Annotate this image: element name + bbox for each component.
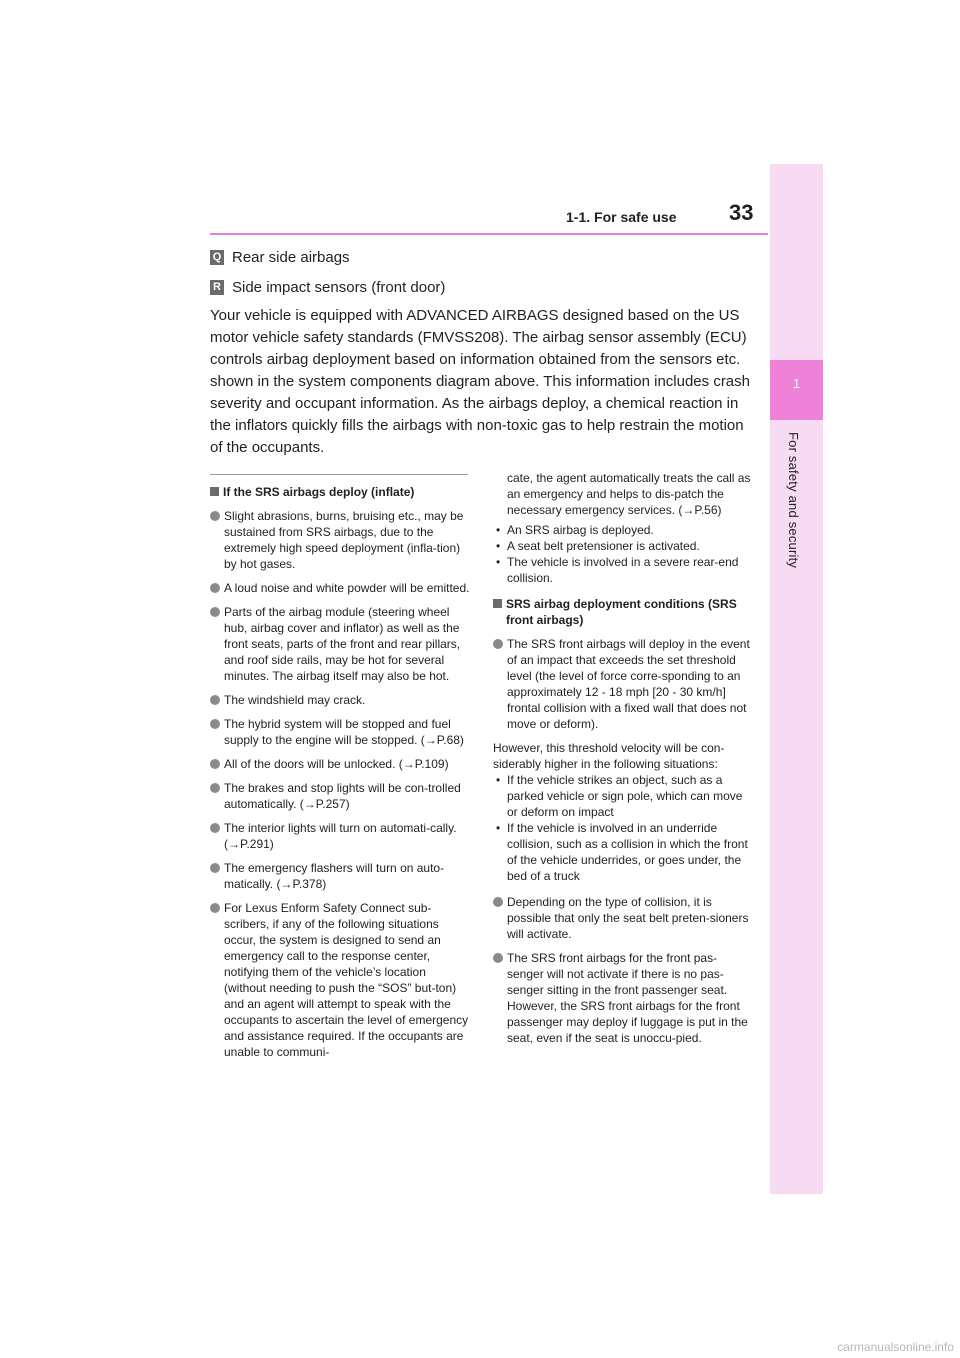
chapter-number: 1 <box>792 376 801 391</box>
section-title-conditions: SRS airbag deployment conditions (SRS fr… <box>493 596 753 628</box>
legend-item-q: Q Rear side airbags <box>210 249 350 266</box>
chapter-number-tab[interactable] <box>770 360 823 420</box>
list-item: The brakes and stop lights will be con-t… <box>210 780 470 812</box>
list-item: A loud noise and white powder will be em… <box>210 580 470 596</box>
trigger-list: An SRS airbag is deployed. A seat belt p… <box>493 522 753 586</box>
list-item: Slight abrasions, burns, bruising etc., … <box>210 508 470 572</box>
header-rule <box>210 233 768 235</box>
list-item: All of the doors will be unlocked. (→P.1… <box>210 756 470 772</box>
right-column: cate, the agent automatically treats the… <box>493 470 753 1054</box>
list-item: For Lexus Enform Safety Connect sub-scri… <box>210 900 470 1060</box>
column-divider <box>210 474 468 475</box>
list-item: The hybrid system will be stopped and fu… <box>210 716 470 748</box>
left-column: If the SRS airbags deploy (inflate) Slig… <box>210 484 470 1068</box>
list-item: The interior lights will turn on automat… <box>210 820 470 852</box>
list-item: The SRS front airbags for the front pas-… <box>493 950 753 1046</box>
legend-item-r: R Side impact sensors (front door) <box>210 279 445 296</box>
intro-paragraph: Your vehicle is equipped with ADVANCED A… <box>210 307 750 456</box>
list-item: An SRS airbag is deployed. <box>493 522 753 538</box>
page-number: 33 <box>729 200 754 225</box>
chapter-title: For safety and security <box>786 432 801 569</box>
list-item: The SRS front airbags will deploy in the… <box>493 636 753 732</box>
legend-label-r: Side impact sensors (front door) <box>232 279 446 296</box>
letter-r-icon: R <box>210 280 224 295</box>
list-item: Parts of the airbag module (steering whe… <box>210 604 470 684</box>
chapter-sidebar <box>770 164 823 1194</box>
letter-q-icon: Q <box>210 250 224 265</box>
list-item: A seat belt pretensioner is activated. <box>493 538 753 554</box>
list-item: The vehicle is involved in a severe rear… <box>493 554 753 586</box>
section-header-title: 1-1. For safe use <box>566 209 677 225</box>
list-item: If the vehicle strikes an object, such a… <box>493 772 753 820</box>
legend-label-q: Rear side airbags <box>232 249 350 266</box>
continuation-text: cate, the agent automatically treats the… <box>507 471 751 517</box>
threshold-paragraph: However, this threshold velocity will be… <box>493 741 725 771</box>
footer-watermark[interactable]: carmanualsonline.info <box>837 1340 954 1354</box>
situation-list: If the vehicle strikes an object, such a… <box>493 772 753 884</box>
section-title-deploy: If the SRS airbags deploy (inflate) <box>210 484 470 500</box>
list-item: The windshield may crack. <box>210 692 470 708</box>
list-item: Depending on the type of collision, it i… <box>493 894 753 942</box>
footer-bar <box>0 1338 960 1358</box>
list-item: If the vehicle is involved in an underri… <box>493 820 753 884</box>
list-item: The emergency flashers will turn on auto… <box>210 860 470 892</box>
